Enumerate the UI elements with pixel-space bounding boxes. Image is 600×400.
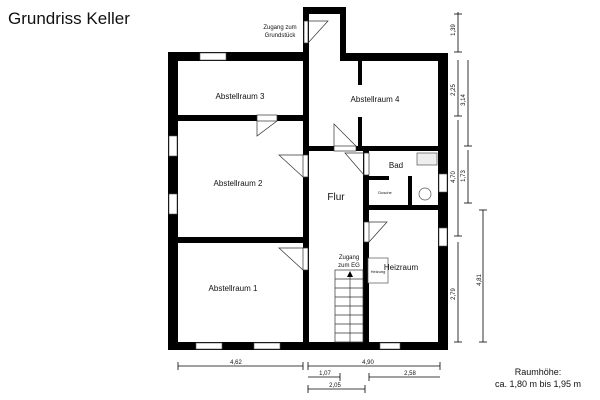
room-height-label: Raumhöhe: bbox=[515, 367, 562, 377]
dim-right-3: 3,14 bbox=[461, 94, 467, 106]
dim-right-1: 1,39 bbox=[451, 24, 457, 36]
zugang-grundstueck-line2: Grundstück bbox=[265, 33, 297, 39]
staircase bbox=[334, 269, 364, 343]
dim-right-7: 4,81 bbox=[477, 274, 483, 286]
toilet-icon bbox=[418, 187, 432, 201]
dim-right-5: 1,73 bbox=[461, 170, 467, 182]
room-flur: Flur bbox=[327, 192, 345, 203]
dim-right-6: 2,79 bbox=[451, 288, 457, 300]
heizung-label: Heizung bbox=[371, 269, 386, 274]
dim-right-2: 2,25 bbox=[451, 84, 457, 96]
dim-bottom-5: 2,05 bbox=[329, 383, 341, 389]
dimension-labels: 1,39 2,25 3,14 4,70 1,73 2,79 4,81 4,62 … bbox=[230, 24, 483, 389]
room-abstellraum-2: Abstellraum 2 bbox=[214, 179, 263, 188]
plan-title: Grundriss Keller bbox=[8, 9, 130, 28]
dim-bottom-1: 4,62 bbox=[230, 360, 242, 366]
dimension-lines bbox=[177, 12, 487, 393]
dim-bottom-3: 1,07 bbox=[319, 371, 331, 377]
room-abstellraum-3: Abstellraum 3 bbox=[216, 92, 265, 101]
room-dusche: Dusche bbox=[378, 190, 392, 195]
dim-right-4: 4,70 bbox=[451, 171, 457, 183]
windows bbox=[168, 52, 448, 350]
zugang-grundstueck-line1: Zugang zum bbox=[263, 25, 296, 31]
stair-arrow-icon bbox=[347, 271, 353, 277]
room-bad: Bad bbox=[389, 161, 403, 170]
zugang-eg-line1: Zugang bbox=[339, 255, 359, 261]
dim-bottom-2: 4,90 bbox=[362, 360, 374, 366]
room-labels: Abstellraum 3 Abstellraum 4 Abstellraum … bbox=[209, 25, 419, 293]
heater-box bbox=[367, 257, 389, 284]
room-abstellraum-1: Abstellraum 1 bbox=[209, 284, 258, 293]
room-abstellraum-4: Abstellraum 4 bbox=[351, 95, 400, 104]
doors bbox=[256, 20, 388, 271]
zugang-eg-line2: zum EG bbox=[338, 263, 360, 269]
washbasin-icon bbox=[416, 152, 438, 166]
room-heizraum: Heizraum bbox=[384, 263, 419, 272]
room-height-value: ca. 1,80 m bis 1,95 m bbox=[495, 379, 581, 389]
fixtures bbox=[334, 152, 438, 343]
dim-bottom-4: 2,58 bbox=[404, 371, 416, 377]
